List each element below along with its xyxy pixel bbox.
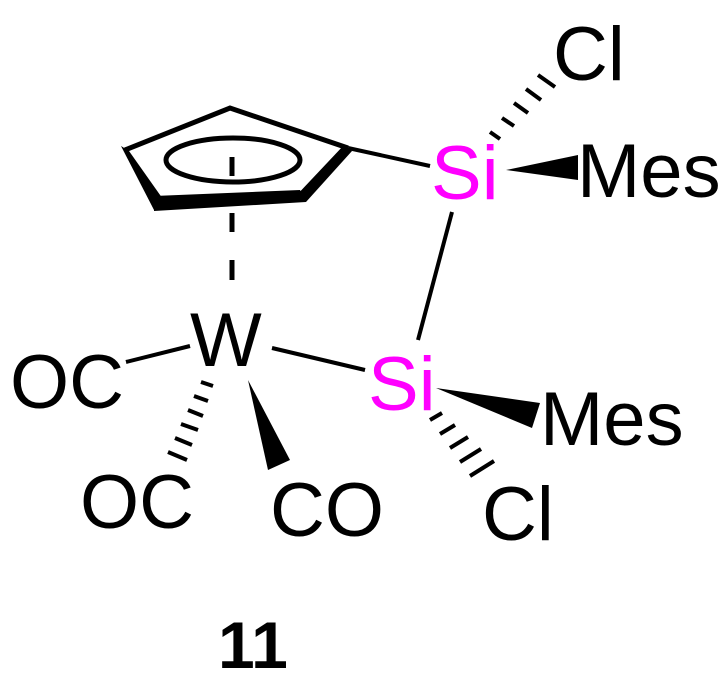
bond-w-oc-bottom-hashed bbox=[167, 380, 214, 462]
ring-back-edges bbox=[124, 105, 349, 153]
ring-right-wedge bbox=[294, 145, 352, 202]
atom-si-lower: Si bbox=[368, 342, 436, 427]
ring-front-wedge bbox=[154, 190, 306, 211]
atom-mes-upper: Mes bbox=[577, 129, 720, 214]
bond-w-si-lower bbox=[271, 346, 366, 372]
atom-co-bottom: CO bbox=[270, 468, 384, 553]
bond-oc-left-w bbox=[125, 344, 191, 364]
bond-si-upper-mes-wedge bbox=[506, 155, 578, 180]
bond-ring-si-upper bbox=[347, 146, 431, 168]
bond-w-co-wedge bbox=[248, 380, 290, 470]
atom-oc-bottom: OC bbox=[80, 460, 194, 545]
atom-cl-lower: Cl bbox=[482, 472, 554, 557]
bond-si-upper-cl-hashed bbox=[488, 73, 557, 141]
cyclopentadienyl-ring bbox=[121, 105, 352, 211]
bond-si-lower-cl-hashed bbox=[428, 411, 496, 478]
ring-aromatic-circle bbox=[163, 135, 303, 185]
atom-mes-lower: Mes bbox=[540, 377, 684, 462]
bond-si-si bbox=[416, 211, 454, 341]
atom-cl-upper: Cl bbox=[553, 12, 625, 97]
atom-w: W bbox=[190, 298, 262, 383]
atom-oc-left: OC bbox=[10, 340, 124, 425]
bond-si-lower-mes-wedge bbox=[436, 388, 540, 428]
compound-number: 11 bbox=[218, 608, 288, 675]
ring-left-wedge bbox=[121, 146, 165, 210]
atom-si-upper: Si bbox=[431, 131, 499, 216]
